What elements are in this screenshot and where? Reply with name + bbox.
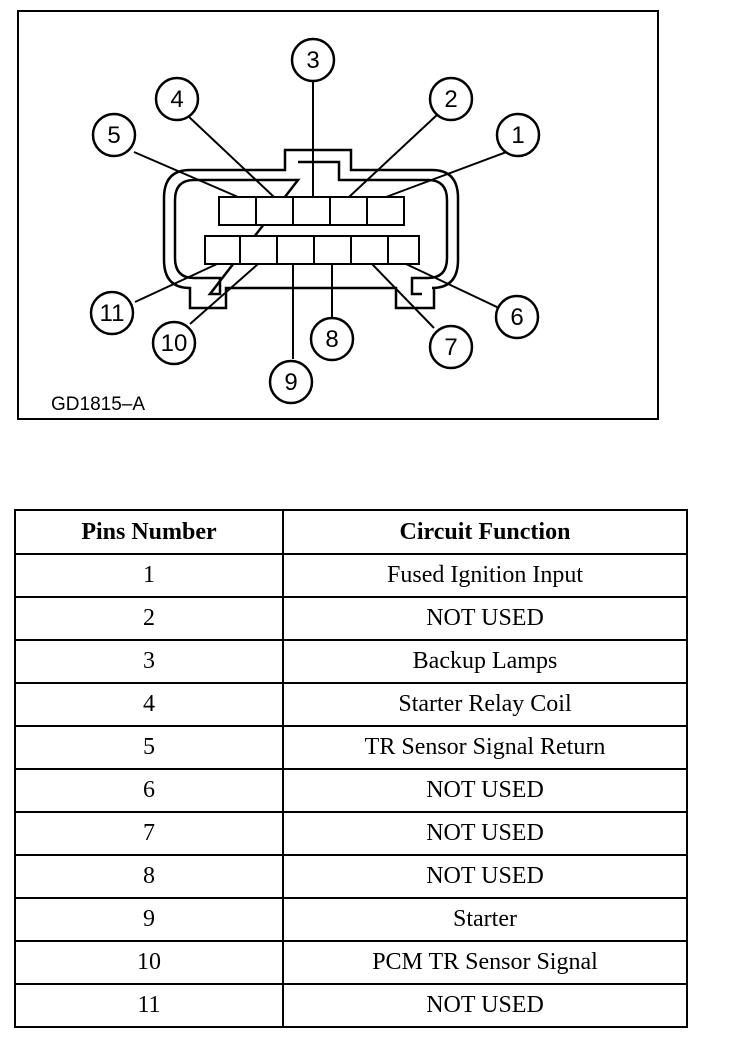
pin-number-cell: 4 (14, 682, 284, 727)
pin-number-cell: 9 (14, 897, 284, 942)
pin-callout-circle (428, 76, 474, 122)
pin-callout-circle (91, 112, 137, 158)
pin-number-cell: 3 (14, 639, 284, 684)
pin-callout-label: 9 (284, 369, 297, 396)
circuit-function-cell: Backup Lamps (282, 639, 688, 684)
circuit-function-cell: Starter (282, 897, 688, 942)
pin-callout-circle (290, 37, 336, 83)
pin-callout-circle (494, 294, 540, 340)
pin-number-cell: 2 (14, 596, 284, 641)
pin-callout-circle (151, 320, 197, 366)
circuit-function-cell: NOT USED (282, 983, 688, 1028)
pin-callout-label: 3 (306, 47, 319, 74)
pin-callout-label: 1 (511, 122, 524, 149)
pin-callout-label: 8 (325, 326, 338, 353)
pin-callout-circle (428, 324, 474, 370)
connector-drawing: 1 2 3 4 5 6 7 8 9 10 11 (89, 37, 541, 405)
circuit-function-cell: PCM TR Sensor Signal (282, 940, 688, 985)
connector-outer-shell (162, 148, 460, 310)
circuit-function-cell: Fused Ignition Input (282, 553, 688, 598)
pin-number-cell: 6 (14, 768, 284, 813)
pin-callout-label: 4 (170, 86, 183, 113)
table-header-row: Pins Number Circuit Function (14, 509, 688, 555)
pin-callout-circle (495, 112, 541, 158)
circuit-function-cell: Starter Relay Coil (282, 682, 688, 727)
connector-inner-shell (173, 160, 449, 296)
pin-number-cell: 11 (14, 983, 284, 1028)
circuit-function-header: Circuit Function (282, 509, 688, 555)
pin-number-cell: 5 (14, 725, 284, 770)
pin-number-cell: 1 (14, 553, 284, 598)
pin-callout-label: 10 (161, 330, 188, 357)
circuit-function-cell: TR Sensor Signal Return (282, 725, 688, 770)
pin-number-cell: 7 (14, 811, 284, 856)
pin-callout-label: 7 (444, 334, 457, 361)
circuit-function-cell: NOT USED (282, 596, 688, 641)
pin-callout-circle (268, 359, 314, 405)
pin-number-cell: 8 (14, 854, 284, 899)
circuit-function-cell: NOT USED (282, 811, 688, 856)
pins-number-header: Pins Number (14, 509, 284, 555)
circuit-function-cell: NOT USED (282, 768, 688, 813)
figure-reference-code: GD1815–A (51, 394, 146, 415)
pin-callout-label: 6 (510, 304, 523, 331)
pin-callout-label: 11 (100, 300, 125, 327)
pin-callout-circle (89, 290, 135, 336)
pin-number-cell: 10 (14, 940, 284, 985)
pin-callout-label: 5 (107, 122, 120, 149)
pin-callout-circle (154, 76, 200, 122)
pin-callout-circle (309, 316, 355, 362)
circuit-function-cell: NOT USED (282, 854, 688, 899)
pin-callout-label: 2 (444, 86, 457, 113)
connector-diagram: 1 2 3 4 5 6 7 8 9 10 11 GD1815–A (17, 10, 659, 420)
